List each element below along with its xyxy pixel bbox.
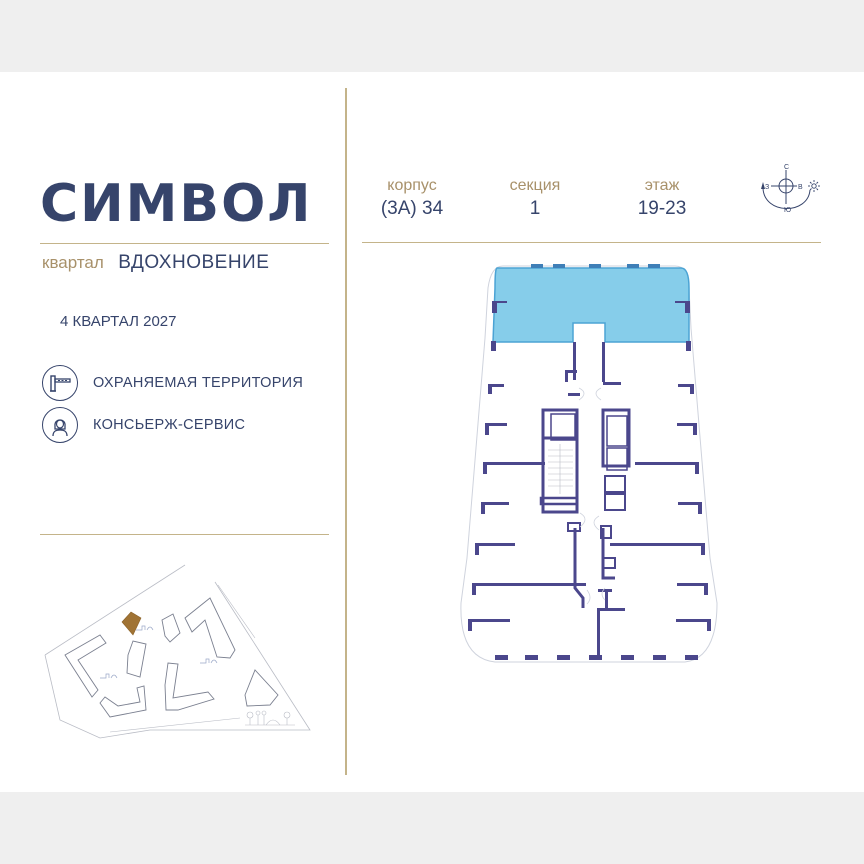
floor-info: этаж 19-23 xyxy=(622,176,702,222)
brand-logo: СИМВОЛ xyxy=(40,174,313,234)
building-info: корпус (3А) 34 xyxy=(372,176,452,222)
building-label: корпус xyxy=(387,177,437,194)
quarter-label: квартал xyxy=(42,253,104,272)
feature-secured-territory: ОХРАНЯЕМАЯ ТЕРРИТОРИЯ xyxy=(42,364,303,402)
svg-text:З: З xyxy=(765,184,769,191)
feature-label: ОХРАНЯЕМАЯ ТЕРРИТОРИЯ xyxy=(93,375,304,391)
site-map xyxy=(44,564,311,739)
svg-text:В: В xyxy=(798,184,803,191)
section-info: секция 1 xyxy=(495,176,575,222)
barrier-gate-icon xyxy=(42,365,78,401)
sun-icon xyxy=(808,180,820,192)
highlighted-building xyxy=(121,611,142,636)
listing-card xyxy=(0,72,864,792)
svg-text:Ю: Ю xyxy=(784,207,791,214)
section-value: 1 xyxy=(529,198,541,219)
completion-date: 4 КВАРТАЛ 2027 xyxy=(60,313,177,330)
divider xyxy=(40,243,329,244)
section-label: секция xyxy=(509,177,561,194)
park-icon xyxy=(245,710,295,726)
building-value: (3А) 34 xyxy=(380,198,444,219)
divider xyxy=(362,242,821,243)
concierge-icon xyxy=(42,407,78,443)
svg-text:С: С xyxy=(784,164,789,171)
floor-plan xyxy=(460,264,718,663)
vertical-divider xyxy=(345,88,347,775)
feature-concierge: КОНСЬЕРЖ-СЕРВИС xyxy=(42,406,245,444)
floor-label: этаж xyxy=(644,177,680,194)
feature-label: КОНСЬЕРЖ-СЕРВИС xyxy=(93,417,246,433)
compass-icon: С Ю В З xyxy=(761,164,820,214)
quarter-row: квартал ВДОХНОВЕНИЕ xyxy=(42,252,269,274)
highlighted-apartment[interactable] xyxy=(492,267,690,343)
quarter-name: ВДОХНОВЕНИЕ xyxy=(118,252,270,273)
floor-value: 19-23 xyxy=(637,198,687,219)
divider xyxy=(40,534,329,535)
